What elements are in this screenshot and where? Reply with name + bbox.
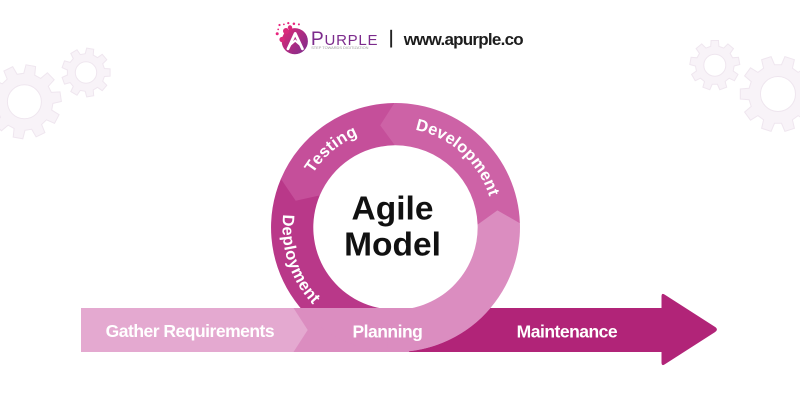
svg-text:Planning: Planning xyxy=(352,322,422,342)
svg-text:Gather Requirements: Gather Requirements xyxy=(106,321,275,341)
svg-text:Agile: Agile xyxy=(352,191,434,228)
svg-text:STEP TOWARDS DIGITIZATION: STEP TOWARDS DIGITIZATION xyxy=(311,45,368,50)
svg-text:Model: Model xyxy=(344,227,441,264)
svg-text:www.apurple.co: www.apurple.co xyxy=(403,30,524,49)
svg-text:Maintenance: Maintenance xyxy=(517,322,618,342)
svg-text:PURPLE: PURPLE xyxy=(311,29,378,50)
